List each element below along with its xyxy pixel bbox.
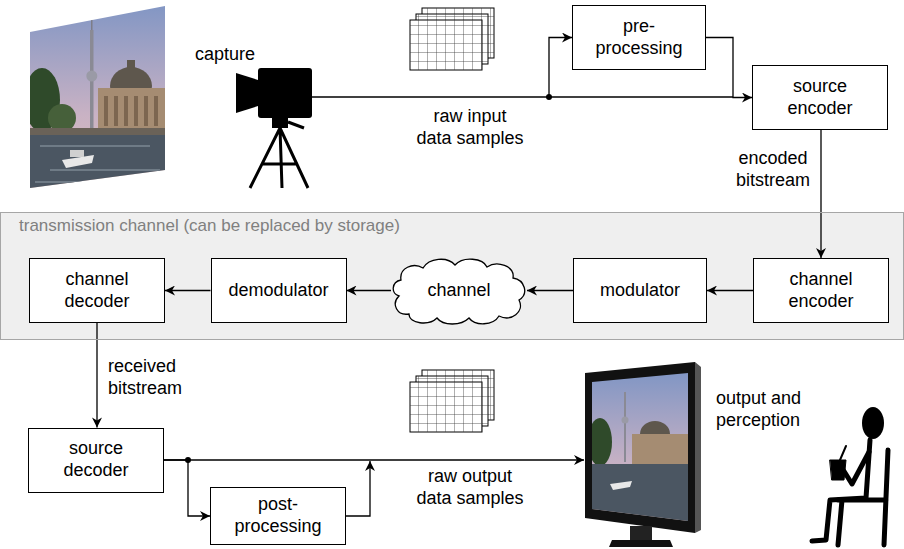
annotation-label: output and perception [716,388,828,431]
node-text: source encoder [787,76,852,119]
process-box: channel encoder [753,258,889,323]
band-ground [0,212,904,340]
viewer-figure [812,407,888,545]
process-box: source decoder [28,428,164,493]
connector-arrow [527,290,573,291]
process-box: post- processing [210,487,346,545]
annotation-label: capture [195,44,255,66]
connector-layer [97,38,821,517]
connector-arrow [820,130,821,258]
process-box: demodulator [211,258,347,323]
edge-label: encoded bitstream [736,148,810,191]
band-title: transmission channel (can be replaced by… [19,216,400,236]
edge-label: received bitstream [108,356,182,399]
node-text: demodulator [228,280,328,302]
process-box: source encoder [752,65,888,130]
node-text: channel [427,280,490,302]
junction-dot [546,94,552,100]
connector-arrow [706,38,752,98]
data-grid-icon [410,370,494,432]
video-camera [236,68,312,188]
connector-arrow [347,290,392,291]
node-text: channel decoder [64,269,129,312]
channel-band: channel decoder demodulator channel modulat… [0,212,904,340]
node-text: pre- processing [595,16,682,59]
node-text: modulator [600,280,680,302]
connector-arrow [165,290,211,291]
process-box: modulator [573,258,707,323]
monitor [585,362,701,547]
annotation-label: raw output data samples [411,466,529,509]
signal-wire [164,38,733,517]
channel-cloud: channel [391,256,527,326]
node-text: channel encoder [788,269,853,312]
scene-photo [24,0,170,195]
annotation-label: raw input data samples [415,106,525,149]
data-grid-icon [410,8,494,70]
connector-arrow [707,290,753,291]
process-box: pre- processing [572,5,706,70]
connector-arrow [164,460,210,516]
process-box: channel decoder [29,258,165,323]
node-text: source decoder [63,438,128,481]
node-text: post- processing [234,494,321,537]
connector-arrow [96,323,97,428]
